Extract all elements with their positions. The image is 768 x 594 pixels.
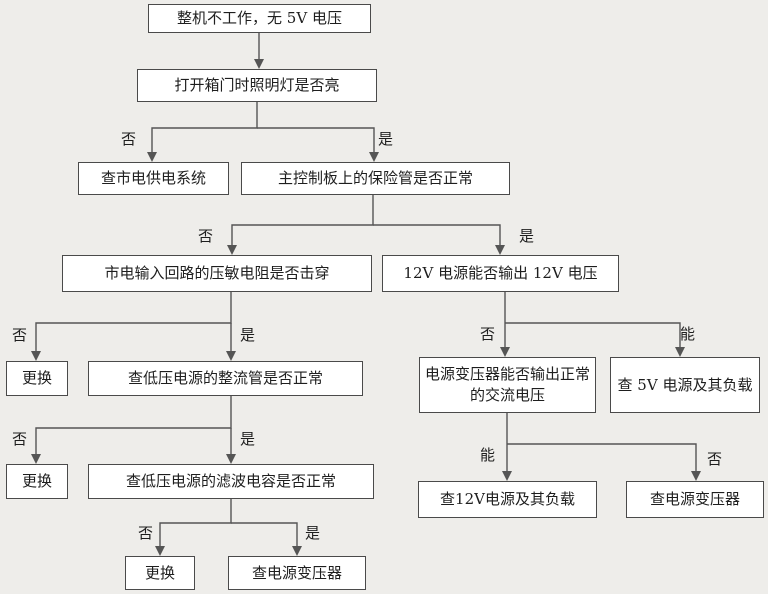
- label-filter-yes: 是: [305, 524, 321, 542]
- arrowhead-11: [502, 471, 512, 481]
- connector-3: [231, 195, 374, 246]
- label-varistor-no: 否: [12, 326, 28, 344]
- node-replace-varistor: 更换: [6, 361, 68, 396]
- label-transformer-yes: 能: [480, 446, 496, 464]
- node-no-5v-power: 整机不工作，无 5V 电压: [148, 4, 371, 33]
- connector-2: [257, 127, 375, 153]
- arrowhead-1: [147, 152, 157, 162]
- node-replace-capacitor: 更换: [125, 556, 195, 590]
- node-rectifier-check: 查低压电源的整流管是否正常: [88, 361, 363, 396]
- node-check-transformer: 查电源变压器: [626, 481, 764, 518]
- label-varistor-yes: 是: [240, 326, 256, 344]
- arrowhead-6: [226, 351, 236, 361]
- connector-1: [151, 102, 258, 153]
- arrowhead-12: [691, 471, 701, 481]
- label-12v-no: 否: [480, 325, 496, 343]
- connector-14: [231, 522, 298, 547]
- arrowhead-10: [226, 454, 236, 464]
- arrowhead-14: [292, 546, 302, 556]
- connector-8: [505, 322, 681, 348]
- label-fuse-yes: 是: [519, 227, 535, 245]
- label-rectifier-no: 否: [12, 430, 28, 448]
- arrowhead-3: [227, 245, 237, 255]
- arrowhead-7: [500, 347, 510, 357]
- label-rectifier-yes: 是: [240, 430, 256, 448]
- label-fuse-no: 否: [198, 227, 214, 245]
- node-filter-capacitor-check: 查低压电源的滤波电容是否正常: [88, 464, 374, 499]
- arrowhead-2: [369, 152, 379, 162]
- node-transformer-ac-check: 电源变压器能否输出正常的交流电压: [419, 357, 596, 413]
- node-check-mains-supply: 查市电供电系统: [78, 162, 229, 195]
- label-filter-no: 否: [138, 524, 154, 542]
- arrowhead-8: [675, 347, 685, 357]
- label-door-yes: 是: [378, 130, 394, 148]
- arrowhead-5: [31, 351, 41, 361]
- connector-4: [373, 224, 501, 246]
- arrowhead-9: [31, 454, 41, 464]
- label-transformer-no: 否: [707, 450, 723, 468]
- arrowhead-13: [155, 546, 165, 556]
- label-door-no: 否: [121, 130, 137, 148]
- connector-12: [507, 443, 697, 472]
- arrowhead-4: [495, 245, 505, 255]
- connector-9: [35, 396, 232, 455]
- connector-13: [159, 499, 232, 547]
- node-check-12v-supply-load: 查12V电源及其负载: [418, 481, 597, 518]
- node-check-transformer-2: 查电源变压器: [228, 556, 366, 590]
- connector-5: [35, 292, 232, 352]
- node-check-5v-supply-load: 查 5V 电源及其负载: [610, 357, 760, 413]
- node-fuse-check: 主控制板上的保险管是否正常: [241, 162, 510, 195]
- label-12v-yes: 能: [680, 325, 696, 343]
- node-varistor-check: 市电输入回路的压敏电阻是否击穿: [62, 255, 372, 292]
- node-12v-output-check: 12V 电源能否输出 12V 电压: [382, 255, 619, 292]
- node-door-light-check: 打开箱门时照明灯是否亮: [137, 69, 377, 102]
- arrowhead-0: [254, 59, 264, 69]
- node-replace-rectifier: 更换: [6, 464, 68, 499]
